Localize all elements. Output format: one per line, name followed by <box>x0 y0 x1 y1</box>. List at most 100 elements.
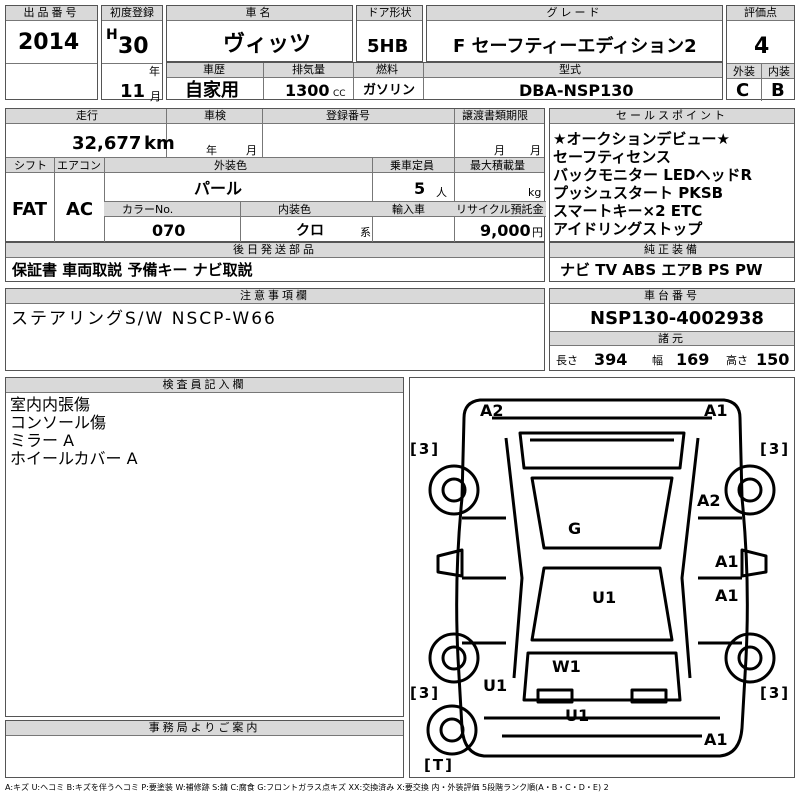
damage-mark-rear-left: A2 <box>480 401 504 420</box>
door-cell: ドア形状 5HB <box>356 5 423 62</box>
width-label: 幅 <box>652 354 663 367</box>
exterior-label: 外装 <box>733 65 755 78</box>
sales-point-item: スマートキー×2 ETC <box>553 202 703 220</box>
interior-label: 内装 <box>768 65 790 78</box>
lot-number-value: 2014 <box>18 30 80 55</box>
chassis-value: NSP130-4002938 <box>590 308 764 329</box>
mileage-block: 走行 車検 登録番号 譲渡書類期限 32,677 km 年 月 月 月 シフト … <box>5 108 546 243</box>
wheel-rank: 3 <box>418 440 432 458</box>
damage-mark-right-rear-door: A1 <box>715 552 739 571</box>
car-name-cell: 車名 ヴィッツ <box>166 5 353 62</box>
year-unit: 年 <box>149 65 160 78</box>
sales-points-label: セールスポイント <box>550 109 794 124</box>
sales-point-item: バックモニター LEDヘッドR <box>553 166 753 184</box>
import-label: 輸入車 <box>392 203 425 216</box>
transfer-day-unit: 月 <box>530 144 541 157</box>
chassis-label: 車台番号 <box>550 289 794 304</box>
max-load-unit: kg <box>528 186 542 199</box>
wheel-mark-front-right: [3] <box>760 684 791 702</box>
later-parts-value: 保証書 車両取説 予備キー ナビ取説 <box>12 261 253 279</box>
grade-value: F セーフティーエディション2 <box>453 36 697 57</box>
damage-mark-rear-right: A1 <box>704 401 728 420</box>
reg-month: 11 <box>120 81 146 102</box>
car-name-value: ヴィッツ <box>223 32 312 57</box>
int-color-label: 内装色 <box>278 203 311 216</box>
wheel-mark-rear-left: [3] <box>410 440 441 458</box>
lot-number-label: 出品番号 <box>6 6 97 21</box>
first-registration-label: 初度登録 <box>102 6 162 21</box>
inspector-note: ホイールカバー A <box>10 449 138 468</box>
standard-equipment-cell: 純正装備 ナビ TV ABS エアB PS PW <box>549 242 795 282</box>
capacity-unit: 人 <box>436 186 447 199</box>
history-label: 車歴 <box>203 63 225 76</box>
score-value: 4 <box>754 34 770 59</box>
era-letter: H <box>106 27 118 43</box>
inspector-notes-cell: 検査員記入欄 室内内張傷 コンソール傷 ミラー A ホイールカバー A <box>5 377 404 717</box>
int-color-value: クロ <box>296 223 324 239</box>
damage-mark-front: U1 <box>565 706 590 725</box>
sales-points-cell: セールスポイント ★オークションデビュー★ セーフティセンス バックモニター L… <box>549 108 795 242</box>
later-parts-label: 後日発送部品 <box>6 243 544 258</box>
ext-color-value: パール <box>194 179 243 198</box>
dimensions-label: 諸元 <box>550 332 794 346</box>
mileage-value: 32,677 <box>72 133 142 154</box>
recycle-value: 9,000 <box>480 221 531 240</box>
damage-mark-roof: G <box>568 519 582 538</box>
model-label: 型式 <box>559 63 581 76</box>
displacement-label: 排気量 <box>292 63 325 76</box>
door-value: 5HB <box>367 36 409 57</box>
displacement-value: 1300 <box>285 81 330 100</box>
length-value: 394 <box>594 350 628 369</box>
damage-diagram: A2 A1 A2 G A1 A1 U1 W1 U1 U1 A1 [3] [3] … <box>409 377 795 778</box>
standard-equipment-value: ナビ TV ABS エアB PS PW <box>560 261 763 279</box>
width-value: 169 <box>676 350 710 369</box>
mileage-unit: km <box>144 133 175 154</box>
inspection-month-unit: 月 <box>246 144 257 157</box>
damage-mark-left-front: U1 <box>483 676 508 695</box>
wheel-mark-rear-right: [3] <box>760 440 791 458</box>
history-value: 自家用 <box>185 80 239 101</box>
wheel-rank: 3 <box>768 684 782 702</box>
month-unit: 月 <box>150 90 161 103</box>
lot-number-cell: 出品番号 2014 <box>5 5 98 100</box>
history-row: 車歴 排気量 燃料 型式 自家用 1300 CC ガソリン DBA-NSP130 <box>166 62 723 100</box>
recycle-label: リサイクル預託金 <box>456 203 544 216</box>
sales-point-item: ★オークションデビュー★ <box>553 130 730 148</box>
recycle-unit: 円 <box>532 226 543 239</box>
sales-point-item: セーフティセンス <box>553 148 671 166</box>
damage-legend: A:キズ U:ヘコミ B:キズを伴うヘコミ P:要塗装 W:補修跡 S:錆 C:… <box>5 783 609 792</box>
aircon-value: AC <box>66 199 94 220</box>
inspector-note: 室内内張傷 <box>10 395 91 414</box>
chassis-cell: 車台番号 NSP130-4002938 諸元 長さ 394 幅 169 高さ 1… <box>549 288 795 371</box>
cc-unit: CC <box>333 89 346 99</box>
score-cell: 評価点 4 外装 内装 C B <box>726 5 795 101</box>
ext-color-label: 外装色 <box>214 159 247 172</box>
spare-tire-rank: T <box>432 756 446 774</box>
wheel-rank: 3 <box>418 684 432 702</box>
car-outline-diagram <box>426 398 776 758</box>
model-value: DBA-NSP130 <box>519 81 634 100</box>
transfer-month-unit: 月 <box>494 144 505 157</box>
inspector-notes-label: 検査員記入欄 <box>6 378 403 393</box>
spare-tire-mark: [T] <box>424 756 454 774</box>
damage-mark-front-right: A1 <box>704 730 728 749</box>
fuel-label: 燃料 <box>376 63 398 76</box>
grade-cell: グレード F セーフティーエディション2 <box>426 5 723 62</box>
transfer-label: 譲渡書類期限 <box>462 109 528 122</box>
standard-equipment-label: 純正装備 <box>550 243 794 258</box>
office-info-label: 事務局よりご案内 <box>6 721 403 736</box>
color-no-label: カラーNo. <box>122 203 174 216</box>
grade-label: グレード <box>427 6 722 21</box>
first-registration-cell: 初度登録 H 30 年 11 月 <box>101 5 163 103</box>
shift-value: FAT <box>12 199 48 220</box>
inspector-note: コンソール傷 <box>10 413 107 432</box>
capacity-label: 乗車定員 <box>390 159 434 172</box>
caution-value: ステアリングS/W NSCP-W66 <box>11 309 277 329</box>
sales-point-item: プッシュスタート PKSB <box>553 184 724 202</box>
inspector-note: ミラー A <box>10 431 75 450</box>
interior-grade: B <box>771 80 785 101</box>
shift-label: シフト <box>14 159 47 172</box>
mileage-label: 走行 <box>76 109 98 122</box>
score-label: 評価点 <box>727 6 794 21</box>
damage-mark-center: U1 <box>592 588 617 607</box>
